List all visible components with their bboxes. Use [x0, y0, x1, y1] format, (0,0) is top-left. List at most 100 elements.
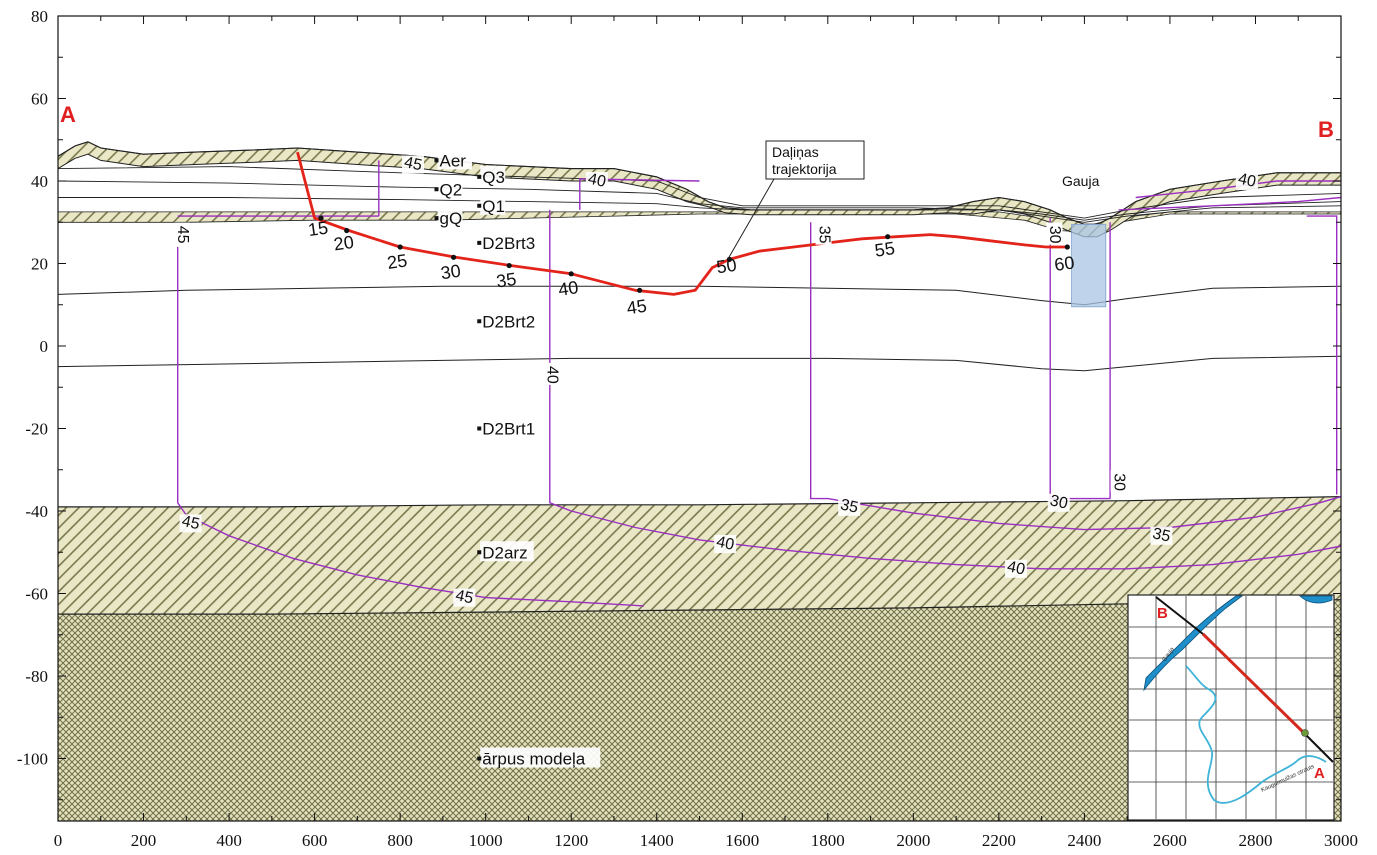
layer-label: Q1: [477, 194, 506, 216]
time-marker-label: 25: [386, 250, 409, 273]
svg-text:D2arz: D2arz: [482, 543, 527, 562]
inset-label-a: A: [1314, 765, 1325, 782]
x-tick-label: 0: [54, 831, 63, 850]
y-tick-label: 0: [40, 337, 49, 356]
y-tick-label: -20: [25, 420, 48, 439]
river-label: Gauja: [1062, 173, 1100, 189]
inset-river-gauja: [1143, 595, 1244, 692]
layer-label: Q2: [434, 178, 463, 199]
contour-label: 45: [179, 513, 202, 533]
gq-layer: [58, 211, 1341, 234]
inset-stream: [1185, 665, 1327, 804]
inset-map: B A Gauja Kaugurmuižas strauts: [1127, 594, 1335, 821]
layer-label: D2arz: [477, 541, 534, 562]
inset-grid: [1129, 596, 1333, 819]
x-tick-label: 1200: [554, 831, 588, 850]
svg-text:D2Brt2: D2Brt2: [482, 312, 535, 331]
svg-text:30: 30: [1048, 492, 1069, 512]
layer-label: D2Brt2: [477, 310, 544, 331]
contour-label: 45: [453, 587, 476, 608]
svg-text:40: 40: [586, 171, 607, 191]
quaternary-boundary: [58, 166, 1341, 219]
isochrone-40: [549, 209, 1341, 570]
time-marker: [885, 234, 891, 240]
ground-surface: [58, 141, 1341, 225]
gauja-river-zone: [1071, 223, 1107, 308]
aer-layer: [58, 141, 1341, 238]
time-marker: [397, 244, 403, 250]
x-tick-label: 2200: [982, 831, 1016, 850]
x-tick-label: 2800: [1238, 831, 1272, 850]
contour-label: 30: [1047, 492, 1070, 513]
svg-text:45: 45: [403, 154, 424, 174]
time-marker-label: 15: [307, 217, 330, 240]
svg-text:35: 35: [1151, 525, 1172, 545]
svg-text:45: 45: [454, 587, 475, 607]
x-tick-label: 800: [387, 831, 413, 850]
y-tick-label: -40: [25, 502, 48, 521]
trajectory-callout: Daļiņas trajektorija: [727, 140, 865, 260]
layer-label: Aer: [434, 149, 472, 170]
layer-label: D2Brt3: [477, 231, 544, 253]
x-tick-label: 600: [302, 831, 328, 850]
time-marker: [450, 254, 457, 260]
outside-model-zone: [58, 599, 1341, 821]
x-tick-label: 1600: [725, 831, 759, 850]
contour-label: 35: [838, 496, 861, 517]
contour-label: 40: [1235, 171, 1258, 191]
time-marker-label: 45: [625, 296, 648, 319]
time-marker: [506, 262, 512, 269]
svg-text:40: 40: [544, 366, 561, 384]
svg-text:gQ: gQ: [439, 209, 462, 228]
contour-label: 45: [401, 154, 424, 174]
svg-text:40: 40: [1236, 171, 1257, 191]
y-tick-label: 80: [31, 7, 48, 26]
svg-text:40: 40: [715, 534, 736, 554]
isochrone-45: [176, 247, 644, 607]
svg-text:Aer: Aer: [439, 151, 466, 170]
x-tick-label: 2000: [896, 831, 930, 850]
contour-label: 40: [585, 171, 608, 191]
time-marker: [637, 287, 643, 293]
svg-text:ārpus modeļa: ārpus modeļa: [482, 750, 586, 769]
y-tick-label: -100: [17, 750, 48, 769]
layer-labels: AerQ3Q2Q1gQD2Brt3D2Brt2D2Brt1D2arzārpus …: [434, 149, 601, 769]
d2arz-layer: [58, 496, 1341, 615]
d2brt3-bottom: [58, 285, 1341, 306]
svg-text:45: 45: [174, 226, 191, 244]
contour-label: 40: [1004, 558, 1027, 579]
y-tick-label: 40: [31, 172, 48, 191]
contour-label: 30: [1110, 470, 1127, 493]
layer-label: ārpus modeļa: [477, 747, 601, 769]
svg-text:30: 30: [1110, 473, 1127, 491]
layer-label: D2Brt1: [477, 417, 544, 439]
x-tick-label: 1800: [811, 831, 845, 850]
x-tick-label: 3000: [1324, 831, 1358, 850]
d2arz-bottom: [58, 599, 1341, 615]
contour-label: 40: [544, 362, 561, 385]
callout-line-1: Daļiņas: [772, 144, 819, 160]
x-tick-label: 200: [131, 831, 157, 850]
time-marker-label: 60: [1053, 252, 1076, 275]
svg-text:35: 35: [839, 496, 860, 516]
callout-line-2: trajektorija: [772, 161, 837, 177]
time-marker: [318, 215, 324, 221]
svg-text:45: 45: [180, 513, 201, 533]
svg-text:35: 35: [815, 226, 832, 244]
isochrone-35-right: [1118, 196, 1341, 211]
inset-trajectory: [1201, 632, 1307, 736]
endpoint-label-left: A: [60, 102, 76, 127]
contour-label: 35: [1150, 525, 1173, 546]
d2brt2-bottom: [58, 355, 1341, 372]
inset-particle-start: [1301, 729, 1309, 737]
time-marker-label: 40: [557, 277, 580, 300]
x-tick-label: 1000: [469, 831, 503, 850]
y-tick-label: -60: [25, 585, 48, 604]
time-marker-label: 20: [332, 232, 355, 255]
svg-text:40: 40: [1006, 558, 1027, 578]
